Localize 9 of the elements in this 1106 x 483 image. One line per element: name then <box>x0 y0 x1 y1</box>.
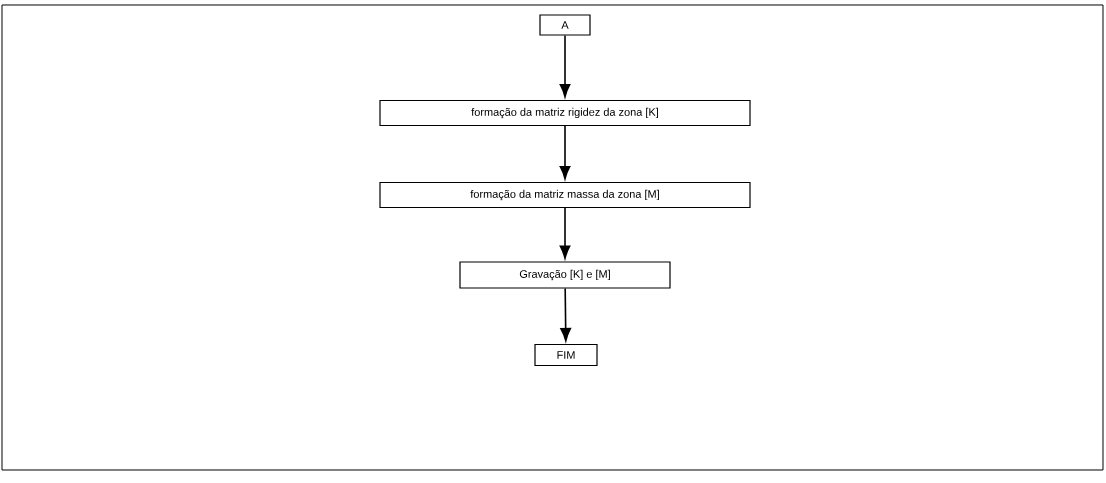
arrow <box>559 34 571 98</box>
process-box: formação da matriz rigidez da zona [K] <box>379 99 751 127</box>
arrow <box>559 207 571 259</box>
arrow <box>560 287 572 342</box>
arrow <box>559 125 571 180</box>
process-box: FIM <box>534 343 598 367</box>
process-box: A <box>539 14 591 36</box>
process-box: Gravação [K] e [M] <box>459 261 671 289</box>
process-box: formação da matriz massa da zona [M] <box>379 181 751 209</box>
